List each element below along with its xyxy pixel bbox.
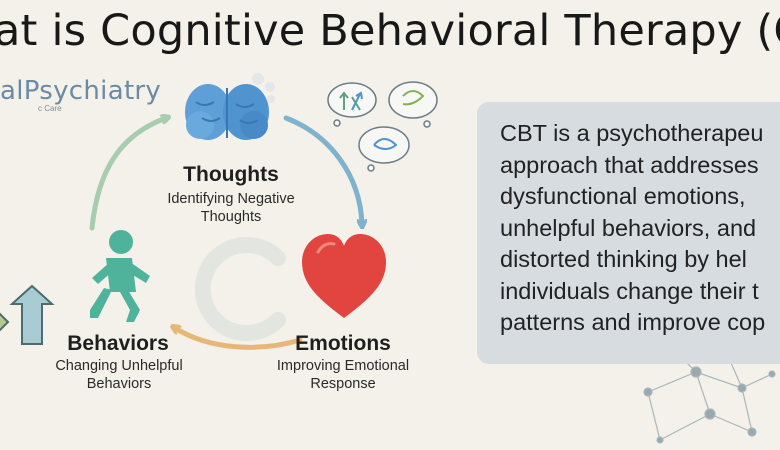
- emotions-title: Emotions: [295, 332, 391, 355]
- network-icon: [643, 348, 776, 444]
- brain-icon: [185, 73, 275, 140]
- up-arrow-icon: [0, 284, 55, 345]
- walking-person-icon: [90, 230, 150, 322]
- thoughts-title: Thoughts: [183, 163, 279, 186]
- heart-icon: [302, 234, 386, 318]
- emotions-subtitle: Improving Emotional Response: [276, 358, 410, 392]
- description-text: CBT is a psychotherapeu approach that ad…: [500, 120, 766, 335]
- page-title: at is Cognitive Behavioral Therapy (C: [0, 6, 780, 56]
- center-c-symbol: [194, 237, 286, 341]
- arrow-thoughts-to-emotions: [283, 115, 362, 224]
- brand-logo: alPsychiatry c Care: [0, 76, 161, 113]
- brand-name: alPsychiatry: [0, 76, 162, 106]
- thought-bubble-icon: [327, 81, 438, 172]
- behaviors-subtitle: Changing Unhelpful Behaviors: [55, 358, 183, 392]
- brand-tagline: c Care: [38, 104, 62, 113]
- description-panel: [477, 102, 780, 364]
- thoughts-subtitle: Identifying Negative Thoughts: [167, 191, 295, 225]
- arrow-emotions-to-behaviors: [175, 328, 303, 350]
- arrow-behaviors-to-thoughts: [89, 118, 166, 231]
- behaviors-title: Behaviors: [67, 332, 169, 355]
